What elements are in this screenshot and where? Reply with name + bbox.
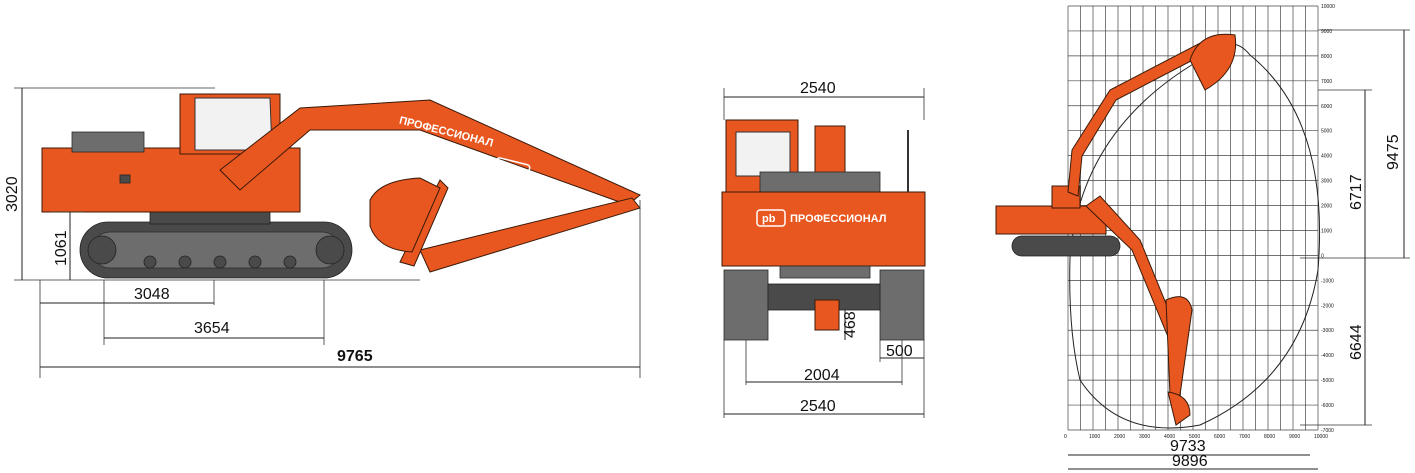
working-envelope: [1069, 43, 1321, 429]
dim-track-gauge: 2004: [804, 367, 840, 384]
working-range-dimensions: 9475 6717 6644 9733 9896: [1068, 29, 1410, 470]
y-tick-label: -3000: [1321, 328, 1334, 334]
y-tick-label: -5000: [1321, 378, 1334, 384]
y-tick-label: 8000: [1321, 54, 1332, 60]
dim-width-top: 2540: [800, 80, 836, 97]
x-tick-label: 3000: [1139, 434, 1150, 440]
y-tick-label: 3000: [1321, 179, 1332, 185]
dim-max-dig-depth: 6644: [1348, 324, 1365, 360]
y-tick-label: 0: [1321, 253, 1324, 259]
front-view: pb ПРОФЕССИОНАЛ 2540 468 500 2004 2540: [721, 80, 926, 418]
x-tick-label: 4000: [1164, 434, 1175, 440]
y-tick-label: -2000: [1321, 303, 1334, 309]
y-tick-label: 7000: [1321, 79, 1332, 85]
side-dimensions: 3020 1061 3048 3654 9765: [4, 87, 641, 378]
x-tick-label: 7000: [1239, 434, 1250, 440]
y-tick-label: -4000: [1321, 353, 1334, 359]
y-tick-label: -6000: [1321, 403, 1334, 409]
x-tick-label: 5000: [1189, 434, 1200, 440]
x-tick-label: 10000: [1314, 434, 1328, 440]
front-logo-mark: pb: [762, 213, 776, 225]
y-tick-label: 6000: [1321, 104, 1332, 110]
y-tick-label: 9000: [1321, 29, 1332, 35]
working-range-x-ticks: 0 1000 2000 3000 4000 5000 6000 7000 8000 9000 100…: [1064, 434, 1328, 440]
dim-max-reach: 9896: [1172, 453, 1208, 470]
x-tick-label: 6000: [1214, 434, 1225, 440]
x-tick-label: 1000: [1089, 434, 1100, 440]
y-tick-label: 4000: [1321, 154, 1332, 160]
side-boom-arm: [219, 99, 641, 273]
x-tick-label: 8000: [1264, 434, 1275, 440]
front-dimensions: 2540 468 500 2004 2540: [723, 80, 925, 418]
front-logo: pb ПРОФЕССИОНАЛ: [756, 209, 886, 227]
dim-max-reach-ground: 9733: [1170, 438, 1206, 455]
dim-max-dump-height: 6717: [1348, 174, 1365, 210]
side-logo-mark: pb: [500, 160, 519, 178]
front-logo-name: ПРОФЕССИОНАЛ: [790, 213, 886, 225]
y-tick-label: -7000: [1321, 428, 1334, 434]
y-tick-label: 1000: [1321, 228, 1332, 234]
dim-track-on-ground: 3048: [134, 286, 170, 303]
side-view: ПРОФЕССИОНАЛ pb 3020 1061 3048 3654 9765: [4, 87, 641, 378]
y-tick-label: 2000: [1321, 204, 1332, 210]
working-range-machine: [995, 33, 1237, 426]
dim-overall-length: 9765: [337, 348, 373, 365]
dim-clearance-under: 468: [842, 311, 859, 338]
x-tick-label: 0: [1064, 434, 1067, 440]
dim-height-total: 3020: [4, 176, 21, 212]
dim-max-height: 9475: [1385, 134, 1402, 170]
dim-shoe-width: 500: [886, 343, 913, 360]
working-range: 1000090008000700060005000400030002000100…: [995, 4, 1410, 470]
side-track: [79, 221, 353, 279]
y-tick-label: 10000: [1321, 4, 1335, 10]
working-range-y-ticks: 1000090008000700060005000400030002000100…: [1321, 4, 1335, 434]
dim-track-length: 3654: [194, 320, 230, 337]
x-tick-label: 9000: [1289, 434, 1300, 440]
x-tick-label: 2000: [1114, 434, 1125, 440]
y-tick-label: 5000: [1321, 129, 1332, 135]
y-tick-label: -1000: [1321, 278, 1334, 284]
dim-width-bottom: 2540: [800, 398, 836, 415]
dim-ground-clearance: 1061: [53, 230, 70, 266]
front-machine: [721, 119, 926, 341]
